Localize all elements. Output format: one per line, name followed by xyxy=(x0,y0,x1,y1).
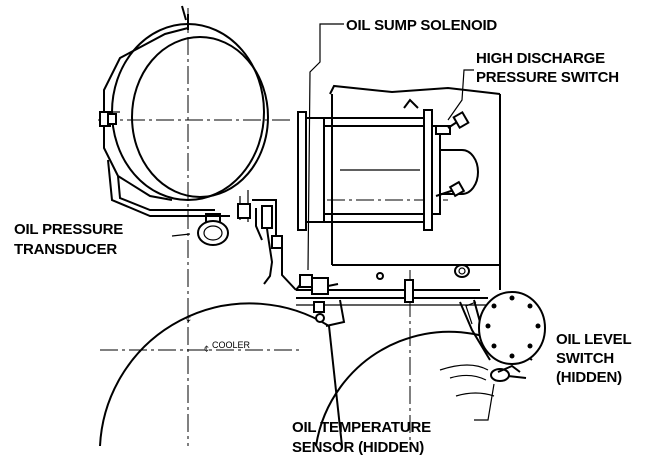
label-high-discharge-line1: HIGH DISCHARGE xyxy=(476,50,605,67)
high-discharge-pressure-switch xyxy=(435,110,470,198)
label-oil-pressure-line1: OIL PRESSURE xyxy=(14,221,123,238)
label-oil-sump-solenoid: OIL SUMP SOLENOID xyxy=(346,17,497,34)
label-oil-temp-line2: SENSOR (HIDDEN) xyxy=(292,439,424,456)
label-cooler: COOLER xyxy=(212,340,251,350)
label-oil-level-line3: (HIDDEN) xyxy=(556,369,622,386)
label-oil-level-line1: OIL LEVEL xyxy=(556,331,631,348)
label-oil-level-line2: SWITCH xyxy=(556,350,614,367)
leader-lines xyxy=(171,23,495,421)
piping-left xyxy=(107,159,297,291)
centerline-symbol-1: ¢ xyxy=(186,314,191,324)
label-oil-temp-line1: OIL TEMPERATURE xyxy=(292,419,431,436)
upper-tank xyxy=(99,5,269,201)
label-oil-pressure-line2: TRANSDUCER xyxy=(14,241,117,258)
oil-sump-solenoid xyxy=(295,274,339,295)
centerline-symbol-2: ¢ xyxy=(204,344,209,354)
oil-level-switch-flange xyxy=(478,291,546,365)
compressor-motor xyxy=(296,84,501,361)
oil-pressure-transducer xyxy=(197,213,229,246)
label-high-discharge-line2: PRESSURE SWITCH xyxy=(476,69,619,86)
cooler-vessel xyxy=(99,302,343,447)
oil-temperature-sensor xyxy=(490,364,527,382)
shading-texture xyxy=(439,364,495,397)
